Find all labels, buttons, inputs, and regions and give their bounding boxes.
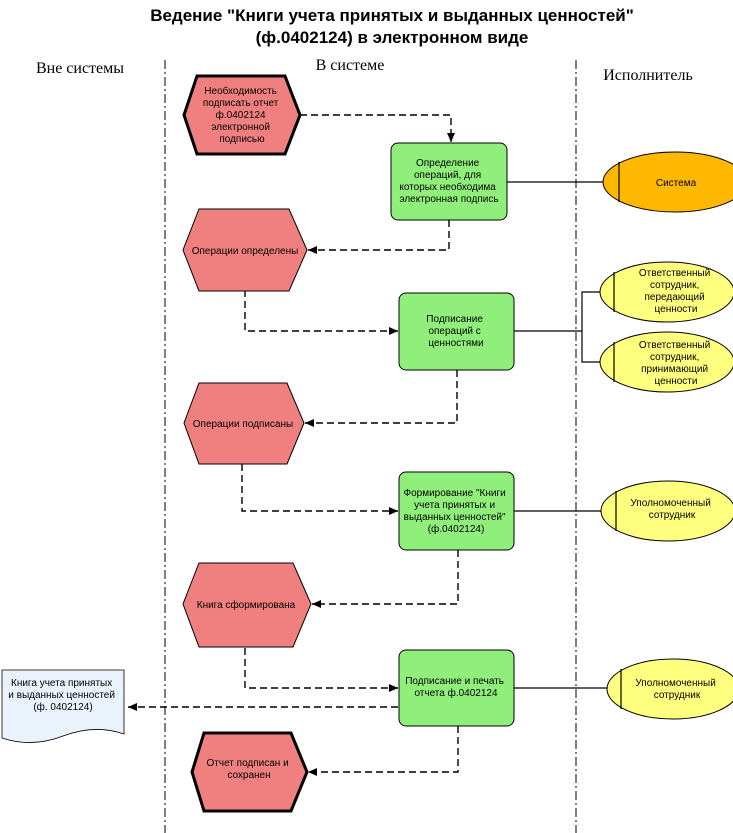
flow-e1-f1 (300, 114, 455, 142)
link-f2-x3 (581, 331, 600, 363)
function-sign-print-report-label: Подписание и печать отчета ф.0402124 (405, 676, 507, 699)
executor-system-label: Система (656, 178, 697, 189)
executor-authorized-2: Уполномоченный сотрудник (606, 658, 733, 720)
document-book-report-label: Книга учета принятых и выданных ценносте… (8, 678, 117, 713)
event-need-to-sign: Необходимость подписать отчет ф.0402124 … (182, 74, 302, 156)
diagram-title-line-2: (ф.0402124) в электронном виде (256, 28, 529, 47)
lane-header-executor: Исполнитель (603, 67, 693, 84)
flow-f3-e4 (312, 550, 459, 608)
event-operations-signed: Операции подписаны (183, 382, 305, 465)
executor-responsible-giving: Ответственный сотрудник, передающий ценн… (599, 261, 733, 323)
flow-e2-f2 (244, 290, 398, 335)
event-operations-defined: Операции определены (182, 208, 308, 292)
event-book-formed: Книга сформирована (182, 562, 312, 648)
executor-responsible-receiving-label: Ответственный сотрудник, принимающий цен… (639, 340, 713, 387)
function-form-book-label: Формирование "Книги учета принятых и выд… (403, 488, 508, 535)
executor-authorized-1: Уполномоченный сотрудник (600, 480, 733, 542)
executor-authorized-1-label: Уполномоченный сотрудник (630, 498, 713, 521)
flow-e4-f4 (244, 648, 398, 692)
function-form-book: Формирование "Книги учета принятых и выд… (398, 471, 515, 551)
diagram-title-line-1: Ведение "Книги учета принятых и выданных… (150, 6, 634, 25)
event-operations-signed-label: Операции подписаны (193, 419, 293, 430)
function-define-operations: Определение операций, для которых необхо… (390, 142, 508, 221)
executor-responsible-giving-label: Ответственный сотрудник, передающий ценн… (639, 268, 713, 315)
executor-authorized-2-label: Уполномоченный сотрудник (635, 678, 718, 701)
function-define-operations-label: Определение операций, для которых необхо… (399, 158, 498, 205)
lane-header-inside: В системе (316, 57, 385, 74)
executor-system: Система (602, 151, 733, 213)
event-report-signed-saved: Отчет подписан и сохранен (190, 731, 309, 813)
event-operations-defined-label: Операции определены (192, 246, 299, 257)
flow-f2-e3 (305, 370, 458, 427)
document-icon (1, 669, 125, 743)
function-sign-print-report: Подписание и печать отчета ф.0402124 (398, 649, 515, 727)
flow-e3-f3 (241, 464, 398, 515)
function-sign-operations: Подписание операций с ценностями (398, 292, 515, 371)
event-book-formed-label: Книга сформирована (197, 599, 296, 611)
lane-header-outside: Вне системы (36, 60, 124, 77)
executor-responsible-receiving: Ответственный сотрудник, принимающий цен… (599, 331, 733, 393)
flow-f1-e2 (308, 220, 450, 254)
link-f2-x2 (514, 291, 600, 332)
event-need-to-sign-label: Необходимость подписать отчет ф.0402124 … (203, 85, 281, 145)
function-sign-operations-label: Подписание операций с ценностями (426, 314, 485, 349)
flow-f4-e5 (308, 726, 459, 776)
event-report-signed-saved-label: Отчет подписан и сохранен (207, 758, 292, 781)
document-book-report: Книга учета принятых и выданных ценносте… (1, 669, 125, 743)
